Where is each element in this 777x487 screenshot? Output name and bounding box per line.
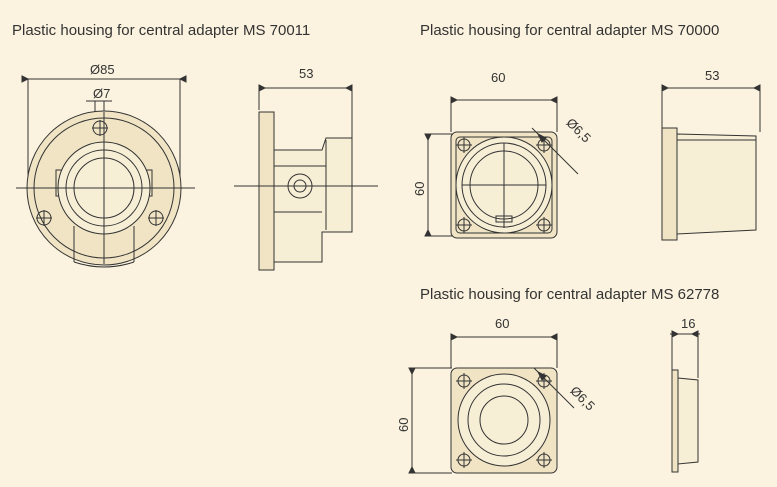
dim-ms70011-depth: 53 [299, 66, 314, 81]
ms70011-front-view [16, 76, 195, 267]
dim-ms70000-width: 60 [491, 70, 506, 85]
ms62778-front-view [409, 334, 574, 473]
ms70000-front-view [425, 97, 578, 238]
dim-ms70011-hole: Ø7 [93, 86, 111, 101]
title-ms62778: Plastic housing for central adapter MS 6… [420, 286, 720, 303]
dim-ms70000-depth: 53 [705, 68, 720, 83]
dim-ms70011-diameter: Ø85 [90, 62, 115, 77]
dim-ms62778-width: 60 [495, 316, 510, 331]
title-ms70011: Plastic housing for central adapter MS 7… [12, 22, 311, 39]
ms62778-side-view [670, 331, 700, 472]
ms70011-side-view [234, 85, 378, 270]
ms70000-side-view [662, 85, 760, 240]
dim-ms62778-depth: 16 [681, 316, 696, 331]
title-ms70000: Plastic housing for central adapter MS 7… [420, 22, 720, 39]
